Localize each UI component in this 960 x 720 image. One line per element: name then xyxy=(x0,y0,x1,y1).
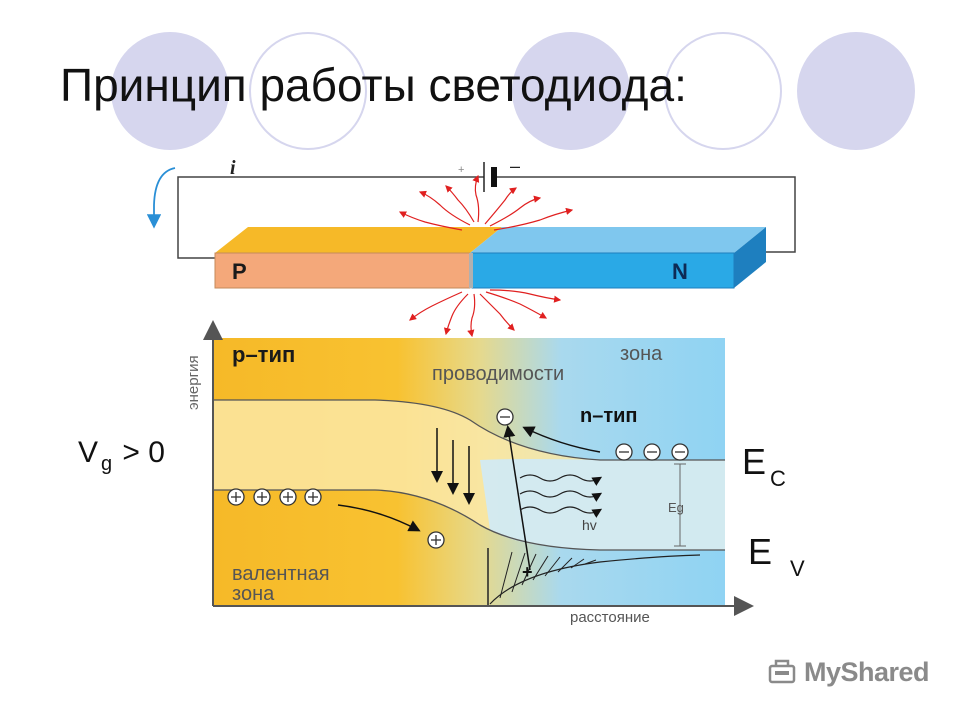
band-diagram: энергия расстояние р–тип n–тип зона пров… xyxy=(185,320,754,626)
electrons xyxy=(496,408,689,461)
slide-title: Принцип работы светодиода: xyxy=(60,59,687,111)
hole-region xyxy=(487,548,701,606)
n-label: N xyxy=(672,259,688,284)
eg-label: Eg xyxy=(668,500,684,515)
conduction-zone-label-1: зона xyxy=(620,343,663,365)
circuit: + – i xyxy=(146,156,796,259)
ev-e: E xyxy=(748,531,772,572)
holes xyxy=(227,488,445,549)
valence-zone-label-2: зона xyxy=(232,583,275,605)
voltage-v: V xyxy=(78,436,98,469)
y-axis-label: энергия xyxy=(185,355,202,410)
current-label: i xyxy=(230,157,236,179)
voltage-sub: g xyxy=(101,453,112,475)
p-label: P xyxy=(232,259,247,284)
p-type-label: р–тип xyxy=(232,342,295,367)
carrier-arrows: + xyxy=(337,425,601,582)
deco-circle-3 xyxy=(512,32,630,150)
battery-plate-short xyxy=(491,167,497,187)
valence-band-edge xyxy=(213,489,725,551)
watermark-text: MyShared xyxy=(804,656,930,687)
photon-waves xyxy=(519,474,603,518)
conduction-zone-label-2: проводимости xyxy=(432,363,564,385)
ev-sub: V xyxy=(790,556,805,581)
valence-zone-label-1: валентная xyxy=(232,563,330,585)
x-axis-label: расстояние xyxy=(570,609,650,626)
voltage-rest: > 0 xyxy=(114,436,165,469)
deco-circle-1 xyxy=(111,32,229,150)
battery-minus: – xyxy=(510,156,520,176)
light-emission xyxy=(398,174,574,338)
watermark: MyShared xyxy=(768,652,930,692)
ev-label: E V xyxy=(748,531,805,581)
ec-e: E xyxy=(742,441,766,482)
current-arrow xyxy=(146,167,176,229)
mysharedlogo-icon xyxy=(768,659,796,684)
ec-label: E C xyxy=(742,441,786,491)
n-type-label: n–тип xyxy=(580,405,638,427)
photon-label: hv xyxy=(582,517,597,533)
eg-marker xyxy=(674,463,686,547)
deco-circle-4 xyxy=(664,32,782,150)
ec-sub: C xyxy=(770,466,786,491)
voltage-label: V g > 0 xyxy=(78,436,165,475)
svg-text:+: + xyxy=(522,562,533,582)
deco-circle-5 xyxy=(797,32,915,150)
pn-block: P N xyxy=(214,227,766,289)
conduction-band-edge xyxy=(213,399,725,461)
battery-plus: + xyxy=(458,164,464,176)
deco-circle-2 xyxy=(249,32,367,150)
